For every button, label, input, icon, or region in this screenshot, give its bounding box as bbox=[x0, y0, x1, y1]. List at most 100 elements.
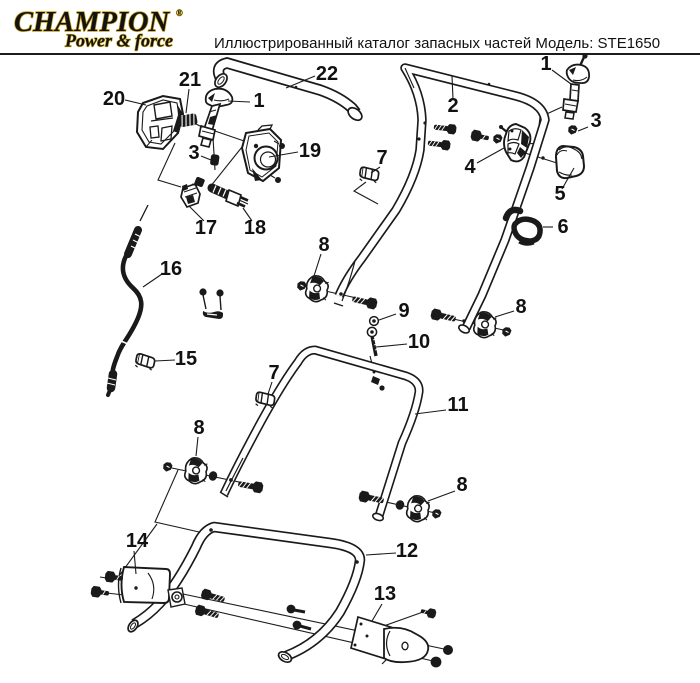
callout-leader-16 bbox=[142, 273, 163, 288]
bolt-icon bbox=[469, 128, 491, 145]
callout-leader-15 bbox=[154, 359, 176, 362]
callout-leader-12 bbox=[365, 552, 397, 556]
header-divider bbox=[0, 53, 700, 55]
part-number-label-14: 14 bbox=[126, 530, 149, 552]
callout-leader-1 bbox=[227, 100, 251, 103]
rod-bolts bbox=[193, 587, 453, 668]
callout-leader-18 bbox=[242, 207, 253, 222]
part-8-clamp-d bbox=[403, 493, 433, 525]
part-14-bracket bbox=[89, 566, 171, 604]
brand-logo: CHAMPION ® Power & force bbox=[13, 6, 183, 51]
part-number-label-4: 4 bbox=[464, 156, 476, 178]
brand-wordmark: CHAMPION ® Power & force bbox=[13, 6, 183, 51]
callout-leader-9 bbox=[378, 313, 397, 321]
part-8-clamp-a bbox=[302, 273, 332, 305]
bolt-icon bbox=[419, 605, 438, 620]
bolt-icon bbox=[350, 293, 379, 311]
callout-leader-4 bbox=[476, 147, 505, 164]
part-16-cable bbox=[106, 204, 149, 397]
part-number-label-18: 18 bbox=[244, 217, 266, 239]
callout-leader-7 bbox=[370, 166, 381, 174]
part-number-label-3: 3 bbox=[188, 142, 199, 164]
nut-icon bbox=[501, 326, 512, 338]
part-9-flange-nut bbox=[368, 315, 380, 327]
part-3-nut-left bbox=[210, 154, 220, 166]
nut-icon bbox=[431, 508, 442, 520]
part-number-label-8: 8 bbox=[193, 417, 204, 439]
bolt-icon bbox=[193, 603, 221, 622]
part-3-nut-right bbox=[567, 124, 578, 136]
nut-icon bbox=[162, 461, 173, 473]
brand-registered-mark: ® bbox=[176, 8, 183, 18]
tube-screws bbox=[426, 121, 458, 152]
callout-leader-21 bbox=[185, 88, 190, 114]
part-number-label-21: 21 bbox=[179, 69, 201, 91]
callout-leader-3 bbox=[577, 126, 589, 132]
part-number-label-20: 20 bbox=[103, 88, 125, 110]
cable-clip-screws bbox=[199, 288, 224, 319]
bolt-icon bbox=[432, 121, 458, 136]
part-number-label-8: 8 bbox=[318, 234, 329, 256]
part-5-knob bbox=[554, 144, 586, 180]
clamp-8-assemblies bbox=[162, 273, 512, 525]
bolt-icon bbox=[89, 585, 111, 600]
callout-leader-17 bbox=[188, 205, 205, 222]
part-number-label-6: 6 bbox=[557, 216, 568, 238]
callout-leader-10 bbox=[375, 343, 408, 348]
nut-icon bbox=[296, 280, 307, 292]
hinge-bracket bbox=[167, 587, 186, 608]
part-number-label-8: 8 bbox=[515, 296, 526, 318]
callout-leader-11 bbox=[414, 409, 447, 415]
part-number-label-1: 1 bbox=[540, 53, 551, 75]
nut-icon bbox=[492, 133, 503, 145]
part-number-label-15: 15 bbox=[175, 348, 197, 370]
part-number-label-7: 7 bbox=[268, 362, 279, 384]
part-number-label-11: 11 bbox=[447, 394, 468, 416]
part-number-label-13: 13 bbox=[374, 583, 396, 605]
part-1-key-left bbox=[198, 87, 234, 148]
part-13-bracket bbox=[349, 615, 430, 665]
part-number-label-8: 8 bbox=[456, 474, 467, 496]
part-number-label-3: 3 bbox=[590, 110, 601, 132]
part-number-label-9: 9 bbox=[398, 300, 409, 322]
callout-leader-20 bbox=[124, 99, 147, 106]
bolt-icon bbox=[236, 477, 265, 495]
part-number-label-16: 16 bbox=[160, 258, 182, 280]
part-number-label-2: 2 bbox=[447, 95, 458, 117]
callout-leader-5 bbox=[561, 167, 575, 190]
part-17-switch bbox=[180, 182, 201, 209]
brand-text: CHAMPION bbox=[14, 7, 171, 38]
callout-leader-3 bbox=[200, 155, 212, 161]
part-6-cable-hook bbox=[502, 206, 543, 246]
part-2-handle-tube bbox=[333, 63, 550, 334]
part-18-plug bbox=[194, 176, 249, 208]
callout-leader-8 bbox=[195, 436, 199, 457]
bolt-icon bbox=[429, 307, 458, 325]
callout-leader-22 bbox=[285, 75, 316, 89]
part-number-label-19: 19 bbox=[299, 140, 321, 162]
callout-leader-8 bbox=[427, 490, 456, 502]
callout-leader-8 bbox=[313, 253, 322, 277]
brand-tagline: Power & force bbox=[64, 31, 173, 51]
part-number-label-7: 7 bbox=[376, 147, 387, 169]
bolt-icon bbox=[426, 137, 452, 152]
part-4-switch-shell bbox=[469, 123, 532, 163]
part-8-clamp-c bbox=[182, 455, 210, 487]
part-11-middle-handle bbox=[219, 345, 424, 522]
part-number-label-10: 10 bbox=[408, 331, 430, 353]
part-number-label-22: 22 bbox=[316, 63, 338, 85]
part-21-spring bbox=[178, 112, 198, 128]
part-15-clip bbox=[133, 352, 157, 372]
callout-leader-14 bbox=[133, 550, 137, 575]
part-number-label-17: 17 bbox=[195, 217, 217, 239]
part-20-switch-housing bbox=[135, 94, 185, 151]
callout-leader-19 bbox=[268, 151, 299, 158]
callout-leader-2 bbox=[451, 75, 454, 100]
part-number-label-1: 1 bbox=[253, 90, 264, 112]
part-10-carriage-bolt bbox=[366, 326, 379, 357]
part-number-label-5: 5 bbox=[554, 183, 565, 205]
page-title: Иллюстрированный каталог запасных частей… bbox=[214, 35, 661, 52]
